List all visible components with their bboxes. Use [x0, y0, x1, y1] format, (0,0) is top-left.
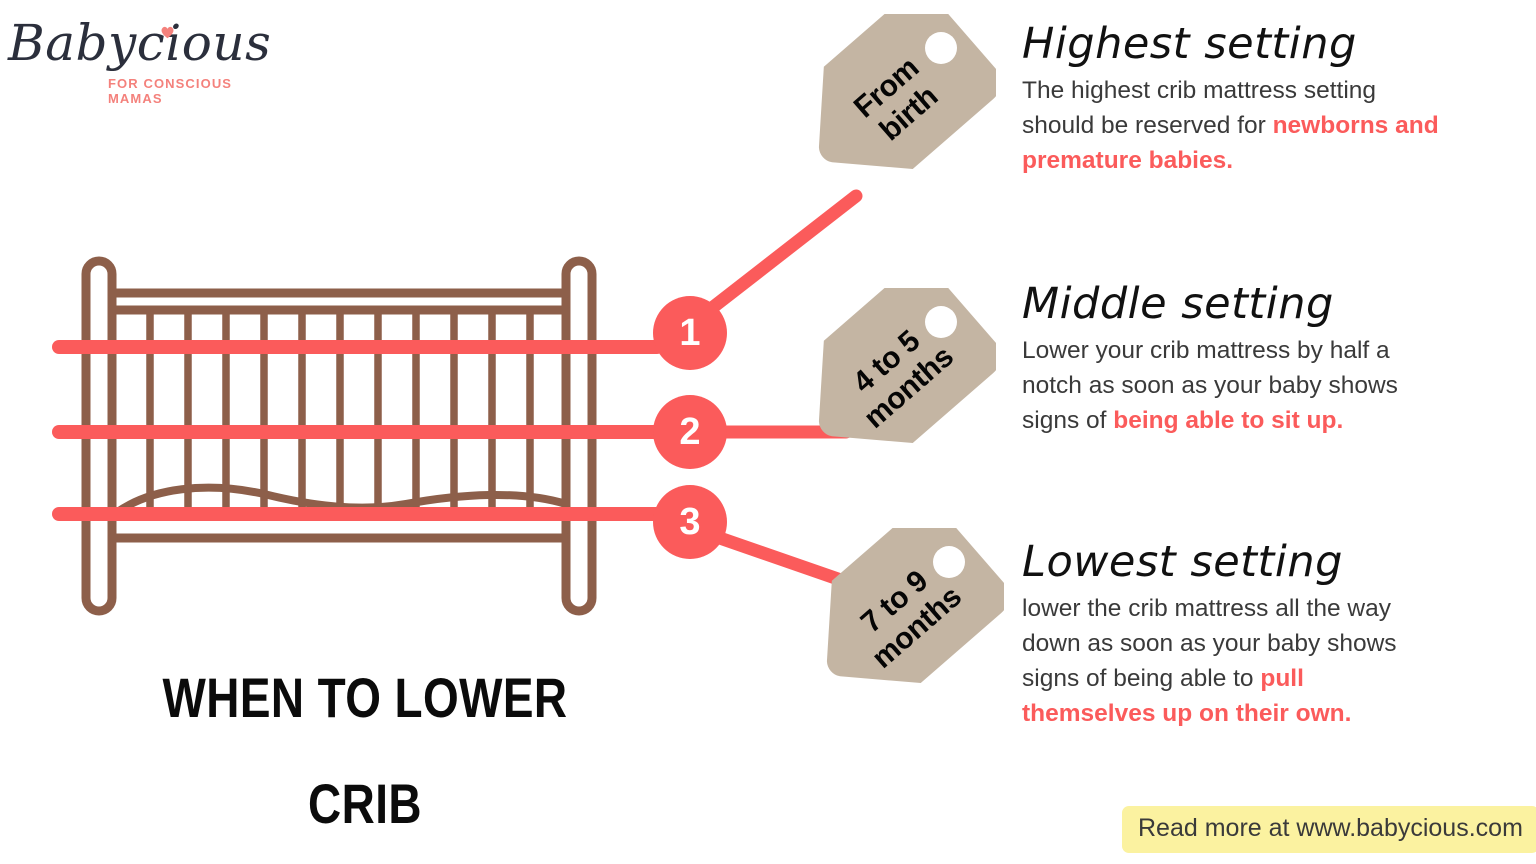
step-body-2: Lower your crib mattress by half a notch… [1022, 333, 1442, 438]
page-title-line-1: WHEN TO LOWER CRIB [162, 666, 568, 836]
read-more-cta[interactable]: Read more at www.babycious.com [1122, 806, 1536, 853]
step-section-3: Lowest setting lower the crib mattress a… [1022, 537, 1442, 731]
brand-logo: Babycious FOR CONSCIOUS MAMAS [8, 8, 278, 106]
mattress-height-line-2 [52, 425, 664, 439]
mattress-height-line-3 [52, 507, 664, 521]
step-number-3: 3 [653, 485, 727, 559]
tag-shape-1 [818, 0, 1001, 170]
brand-tagline: FOR CONSCIOUS MAMAS [108, 76, 233, 106]
step-heading-3: Lowest setting [1022, 537, 1343, 587]
brand-wordmark: Babycious [8, 14, 272, 72]
step-body-3: lower the crib mattress all the way down… [1022, 591, 1442, 731]
age-tag-3: 7 to 9 months [808, 505, 1009, 702]
step-section-1: Highest setting The highest crib mattres… [1022, 19, 1442, 178]
step-number-1: 1 [653, 296, 727, 370]
step-body-highlight-2: being able to sit up. [1113, 407, 1344, 435]
tag-label-2: 4 to 5 months [767, 245, 1029, 505]
tag-shape-3 [826, 505, 1009, 684]
step-body-highlight-3: pull themselves up on their own. [1022, 665, 1352, 728]
step-body-pre-2: Lower your crib mattress by half a notch… [1022, 337, 1398, 435]
age-tag-2: 4 to 5 months [800, 265, 1001, 462]
page-title-line-2: MATTRESS HEIGHT [115, 858, 615, 864]
step-body-1: The highest crib mattress setting should… [1022, 73, 1442, 178]
age-tag-1: From birth [800, 0, 1001, 188]
step-body-highlight-1: newborns and premature babies. [1022, 112, 1439, 175]
tag-hole-2 [925, 306, 957, 338]
step-heading-1: Highest setting [1022, 19, 1357, 69]
mattress-height-line-1 [52, 340, 664, 354]
crib-illustration [81, 256, 597, 616]
heart-icon [161, 26, 174, 39]
tag-shape-2 [818, 265, 1001, 444]
step-heading-2: Middle setting [1022, 279, 1334, 329]
tag-hole-3 [933, 546, 965, 578]
tag-label-3: 7 to 9 months [775, 485, 1037, 745]
tag-hole-1 [925, 32, 957, 64]
step-body-pre-3: lower the crib mattress all the way down… [1022, 595, 1397, 693]
step-number-2: 2 [653, 395, 727, 469]
step-body-pre-1: The highest crib mattress setting should… [1022, 77, 1377, 140]
page-title: WHEN TO LOWER CRIB MATTRESS HEIGHT [115, 645, 615, 864]
step-section-2: Middle setting Lower your crib mattress … [1022, 279, 1442, 438]
